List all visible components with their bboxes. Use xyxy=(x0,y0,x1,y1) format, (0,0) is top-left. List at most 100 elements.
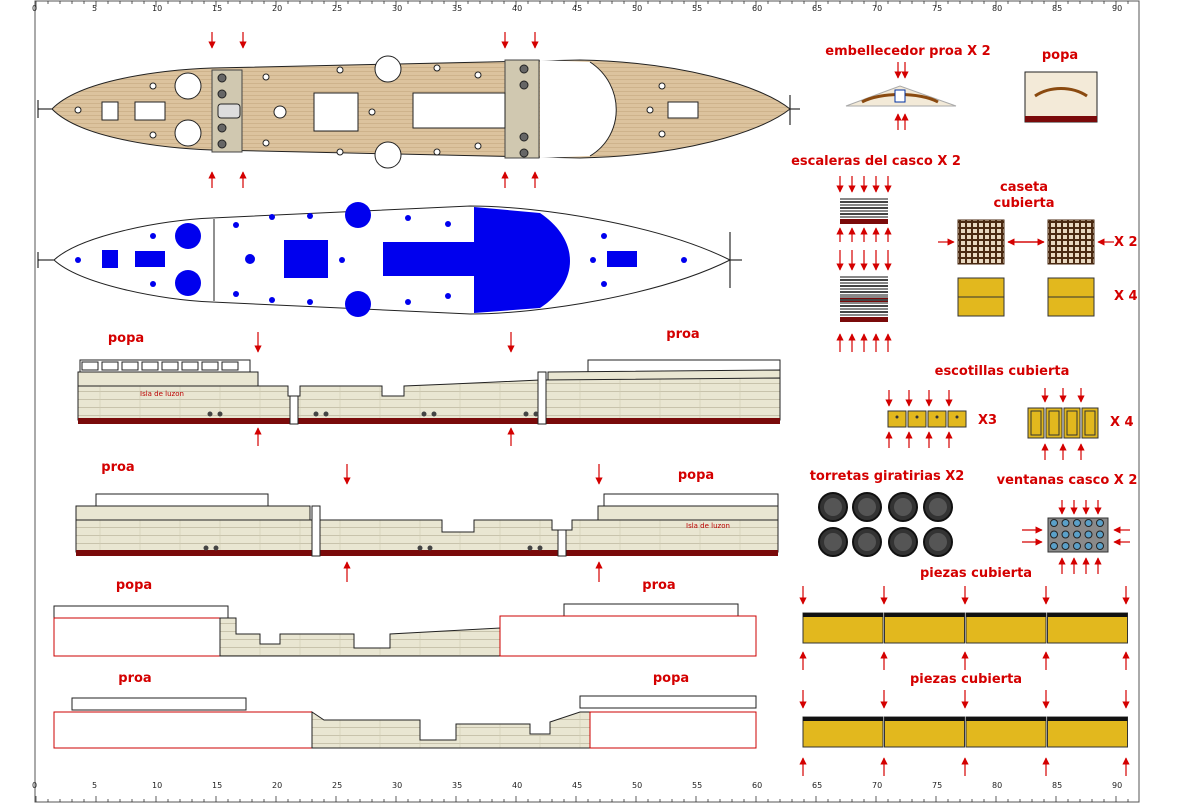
ruler-tick-label: 0 xyxy=(32,4,38,13)
ruler-tick-label: 5 xyxy=(92,4,98,13)
stern-trim-part xyxy=(1024,71,1098,123)
hull-name-text-2: Isla de luzon xyxy=(686,522,730,530)
hatch-small xyxy=(907,410,927,428)
turrets-label: torretas giratirias X2 xyxy=(809,469,965,484)
ruler-tick-label: 35 xyxy=(452,4,463,13)
ruler-tick-label: 90 xyxy=(1112,781,1123,790)
ruler-tick-label: 85 xyxy=(1052,4,1063,13)
hatch-small xyxy=(947,410,967,428)
porthole xyxy=(1096,542,1104,550)
ruler-tick-label: 50 xyxy=(632,4,643,13)
ruler-tick-label: 45 xyxy=(572,781,583,790)
side1-bow-label: proa xyxy=(666,327,700,342)
porthole xyxy=(1073,519,1081,527)
ruler-tick-label: 55 xyxy=(692,4,703,13)
side2-stern-label: popa xyxy=(677,468,715,483)
hatch-small xyxy=(887,410,907,428)
inner2-stern-label: popa xyxy=(652,671,690,686)
porthole xyxy=(1061,530,1070,539)
deck-piece xyxy=(884,612,965,644)
stern-trim-label: popa xyxy=(1041,48,1079,63)
bow-trim-label: embellecedor proa X 2 xyxy=(825,44,991,59)
porthole xyxy=(1084,530,1093,539)
lower-deck-plan xyxy=(37,202,742,317)
turrets-part xyxy=(818,492,953,557)
hatch-large xyxy=(1045,407,1063,439)
porthole xyxy=(1050,542,1058,550)
deck-piece xyxy=(802,716,884,748)
inner-hull-2 xyxy=(53,695,757,749)
deck-pieces-2-label: piezas cubierta xyxy=(909,672,1023,687)
deck-piece xyxy=(965,716,1047,748)
deck-house-qty-top: X 2 xyxy=(1114,235,1138,250)
deck-piece xyxy=(965,612,1047,644)
ruler-tick-label: 65 xyxy=(812,4,823,13)
ruler-tick-label: 20 xyxy=(272,4,283,13)
ruler-tick-label: 65 xyxy=(812,781,823,790)
ruler-tick-label: 30 xyxy=(392,781,403,790)
deck-house-label-1: caseta xyxy=(999,180,1049,195)
assembly-arrows xyxy=(208,32,1130,776)
hatch-small xyxy=(927,410,947,428)
ruler-tick-label: 25 xyxy=(332,4,343,13)
inner2-bow-label: proa xyxy=(118,671,152,686)
side1-stern-label: popa xyxy=(107,331,145,346)
ruler-tick-label: 50 xyxy=(632,781,643,790)
porthole xyxy=(1073,542,1081,550)
deck-piece xyxy=(884,716,965,748)
ruler-tick-label: 85 xyxy=(1052,781,1063,790)
porthole xyxy=(1084,519,1093,527)
ruler-tick-label: 55 xyxy=(692,781,703,790)
main-deck-plan xyxy=(37,55,800,169)
ruler-tick-label: 70 xyxy=(872,781,883,790)
deck-hatches-part xyxy=(887,407,1099,439)
porthole xyxy=(1096,530,1104,539)
ruler-top xyxy=(35,1,1129,7)
ruler-tick-label: 35 xyxy=(452,781,463,790)
deck-piece xyxy=(802,612,884,644)
ruler-tick-label: 10 xyxy=(152,781,163,790)
deck-piece xyxy=(1047,716,1128,748)
ruler-tick-label: 10 xyxy=(152,4,163,13)
ruler-tick-label: 15 xyxy=(212,781,223,790)
ruler-tick-label: 5 xyxy=(92,781,98,790)
deck-hatches-label: escotillas cubierta xyxy=(934,364,1070,379)
inner1-stern-label: popa xyxy=(115,578,153,593)
ruler-tick-label: 80 xyxy=(992,4,1003,13)
hull-windows-label: ventanas casco X 2 xyxy=(996,473,1138,488)
deck-pieces-1-label: piezas cubierta xyxy=(919,566,1033,581)
bow-trim-part xyxy=(845,85,957,107)
hull-name-text: Isla de luzon xyxy=(140,390,184,398)
hatch-large xyxy=(1027,407,1045,439)
hull-windows-part xyxy=(1047,517,1109,553)
hull-side-1: Isla de luzon xyxy=(77,359,781,425)
ruler-tick-label: 60 xyxy=(752,4,763,13)
deck-house-qty-bottom: X 4 xyxy=(1114,289,1138,304)
deck-piece xyxy=(1047,612,1128,644)
ruler-tick-label: 0 xyxy=(32,781,38,790)
ruler-tick-label: 30 xyxy=(392,4,403,13)
ruler-tick-label: 45 xyxy=(572,4,583,13)
ruler-tick-label: 40 xyxy=(512,4,523,13)
deck-pieces-part xyxy=(802,612,1128,748)
ruler-tick-label: 25 xyxy=(332,781,343,790)
porthole xyxy=(1061,542,1070,550)
ruler-tick-label: 60 xyxy=(752,781,763,790)
porthole xyxy=(1096,519,1104,527)
deck-hatches-qty-left: X3 xyxy=(978,413,998,428)
inner-hull-1 xyxy=(53,603,757,657)
hull-ladders-label: escaleras del casco X 2 xyxy=(791,154,961,169)
hull-ladders-part xyxy=(840,198,888,322)
hatch-large xyxy=(1081,407,1099,439)
porthole xyxy=(1073,530,1081,539)
deck-house-label-2: cubierta xyxy=(993,196,1055,211)
ruler-tick-label: 75 xyxy=(932,781,943,790)
ruler-tick-label: 20 xyxy=(272,781,283,790)
deck-house-part xyxy=(957,219,1095,317)
ruler-tick-label: 75 xyxy=(932,4,943,13)
inner1-bow-label: proa xyxy=(642,578,676,593)
ruler-tick-label: 70 xyxy=(872,4,883,13)
